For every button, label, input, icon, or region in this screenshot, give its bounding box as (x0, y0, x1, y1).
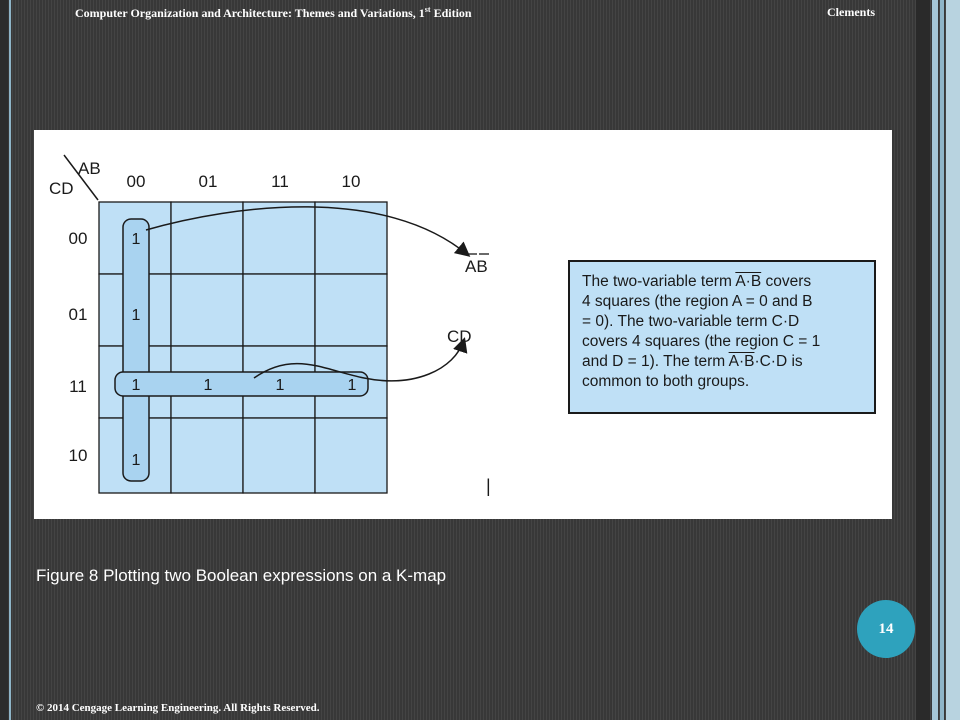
header-title-main: Computer Organization and Architecture: … (75, 6, 425, 20)
label-ab-term: AB (465, 257, 488, 276)
kmap-corner-row-var: CD (49, 179, 74, 198)
left-edge-stripe (0, 0, 8, 720)
kmap-cell (242, 201, 316, 275)
kmap-cell-value: 1 (204, 377, 213, 394)
kmap-col-header: 11 (271, 172, 289, 191)
kmap-row-header: 11 (69, 377, 87, 396)
kmap-row-header: 01 (69, 305, 88, 324)
kmap-diagram: AB CD 00 01 11 10 00 01 11 10 (49, 154, 491, 496)
explanation-text: and D = 1). The term (582, 353, 729, 370)
arrow-to-cd (253, 337, 468, 382)
explanation-line: = 0). The two-variable term C·D (582, 313, 800, 330)
kmap-cell-value: 1 (276, 377, 285, 394)
kmap-cell-value: 1 (132, 452, 141, 469)
explanation-box: The two-variable term A·B covers 4 squar… (568, 260, 876, 414)
kmap-cell (170, 417, 244, 494)
right-accent-stripe-2 (940, 0, 944, 720)
kmap-cell (170, 201, 244, 275)
right-accent-stripe-3 (946, 0, 960, 720)
explanation-line: common to both groups. (582, 373, 750, 390)
kmap-col-header: 01 (199, 172, 218, 191)
kmap-cell-value: 1 (132, 377, 141, 394)
header-title-tail: Edition (430, 6, 472, 20)
explanation-line: covers 4 squares (the region C = 1 (582, 333, 821, 350)
page-number-badge: 14 (857, 600, 915, 658)
kmap-col-header: 10 (342, 172, 361, 191)
copyright-notice: © 2014 Cengage Learning Engineering. All… (36, 702, 320, 714)
label-cd-term: CD (447, 327, 472, 346)
kmap-corner-diagonal (63, 154, 99, 201)
kmap-corner-col-var: AB (78, 159, 101, 178)
kmap-cell (242, 273, 316, 347)
explanation-text: ·C·D is (754, 353, 803, 370)
group-loop-ab (122, 218, 150, 482)
slide-header-title: Computer Organization and Architecture: … (75, 5, 472, 21)
kmap-cell-value: 1 (348, 377, 357, 394)
explanation-line: The two-variable term A·B covers (582, 272, 862, 292)
kmap-cell (170, 273, 244, 347)
kmap-cell (314, 273, 388, 347)
kmap-cell-value: 1 (132, 307, 141, 324)
explanation-line: and D = 1). The term A·B·C·D is (582, 352, 862, 372)
figure-caption: Figure 8 Plotting two Boolean expression… (36, 566, 447, 585)
kmap-row-header: 00 (69, 229, 88, 248)
explanation-line: 4 squares (the region A = 0 and B (582, 293, 813, 310)
kmap-col-header: 00 (127, 172, 146, 191)
explanation-text: covers (761, 273, 812, 290)
group-loop-cd (114, 371, 369, 397)
header-title-sup: st (424, 5, 431, 14)
slide-header-author: Clements (827, 5, 875, 19)
explanation-term-negated: A·B (728, 353, 755, 370)
kmap-cell-value: 1 (132, 231, 141, 248)
kmap-row-header: 10 (69, 446, 88, 465)
left-accent-line (9, 0, 11, 720)
explanation-text: The two-variable term (582, 273, 736, 290)
kmap-cell (314, 417, 388, 494)
figure-panel: AB CD 00 01 11 10 00 01 11 10 (34, 130, 892, 519)
text-cursor-mark: | (486, 476, 491, 496)
right-dark-band (916, 0, 930, 720)
arrow-to-ab (145, 206, 471, 257)
kmap-grid (98, 201, 388, 494)
kmap-cell (242, 417, 316, 494)
right-accent-stripe-1 (932, 0, 938, 720)
explanation-term-negated: A·B (735, 273, 762, 290)
